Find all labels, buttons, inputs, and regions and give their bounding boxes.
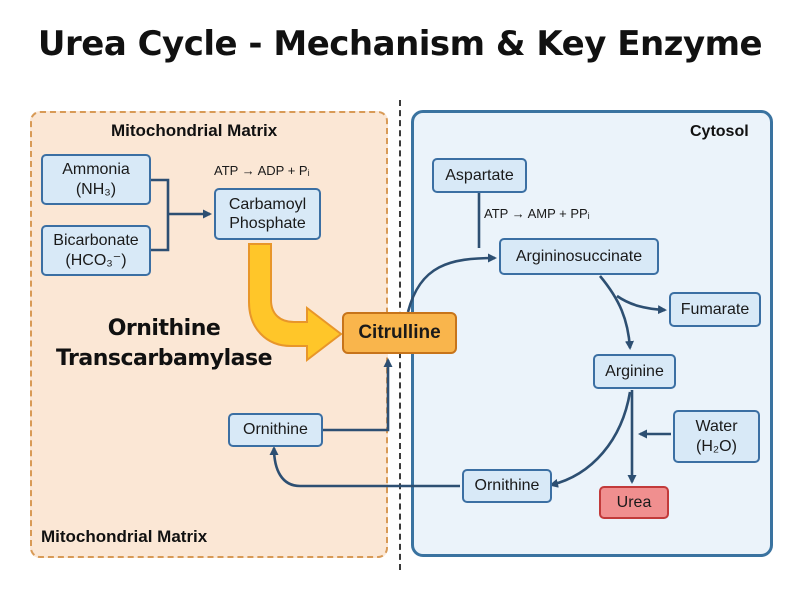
enzyme-label-line2: Transcarbamylase: [55, 345, 273, 371]
arrow-ornithine-transport: [269, 446, 460, 488]
enzyme-label-line1: Ornithine: [107, 316, 221, 341]
aspartate-node: Aspartate: [432, 158, 527, 193]
cytosol-label: Cytosol: [690, 123, 749, 140]
atp-amp-note: ATP → AMP + PPᵢ: [484, 206, 590, 221]
ornithine-cytosol-node: Ornithine: [462, 469, 552, 503]
ammonia-node: Ammonia (NH₃): [41, 154, 151, 205]
mitochondrial-matrix-top-label: Mitochondrial Matrix: [111, 121, 278, 140]
ammonia-connector: [151, 178, 170, 210]
page-title: Urea Cycle - Mechanism & Key Enzyme: [37, 24, 763, 64]
bicarbonate-node: Bicarbonate (HCO₃⁻): [41, 225, 151, 276]
arrow-arginine-to-ornithine: [549, 391, 632, 488]
argininosuccinate-node: Argininosuccinate: [499, 238, 659, 275]
arrow-argininosuccinate-to-arginine: [599, 275, 634, 350]
enzyme-label: Ornithine Transcarbamylase: [44, 314, 284, 373]
water-node: Water (H₂O): [673, 410, 760, 463]
arrow-citrulline-to-argininosuccinate: [406, 253, 497, 313]
ornithine-mito-node: Ornithine: [228, 413, 323, 447]
otc-highlight-arrow: [248, 243, 343, 363]
atp-adp-note: ATP → ADP + Pᵢ: [214, 163, 310, 178]
urea-node: Urea: [599, 486, 669, 519]
bicarbonate-connector: [151, 210, 170, 252]
arrow-to-fumarate: [616, 294, 667, 315]
carbamoyl-phosphate-node: Carbamoyl Phosphate: [214, 188, 321, 240]
arrow-ornithine-to-citrulline: [323, 358, 393, 432]
fumarate-node: Fumarate: [669, 292, 761, 327]
citrulline-node: Citrulline: [342, 312, 457, 354]
arginine-node: Arginine: [593, 354, 676, 389]
mitochondrial-matrix-bottom-label: Mitochondrial Matrix: [41, 527, 208, 546]
